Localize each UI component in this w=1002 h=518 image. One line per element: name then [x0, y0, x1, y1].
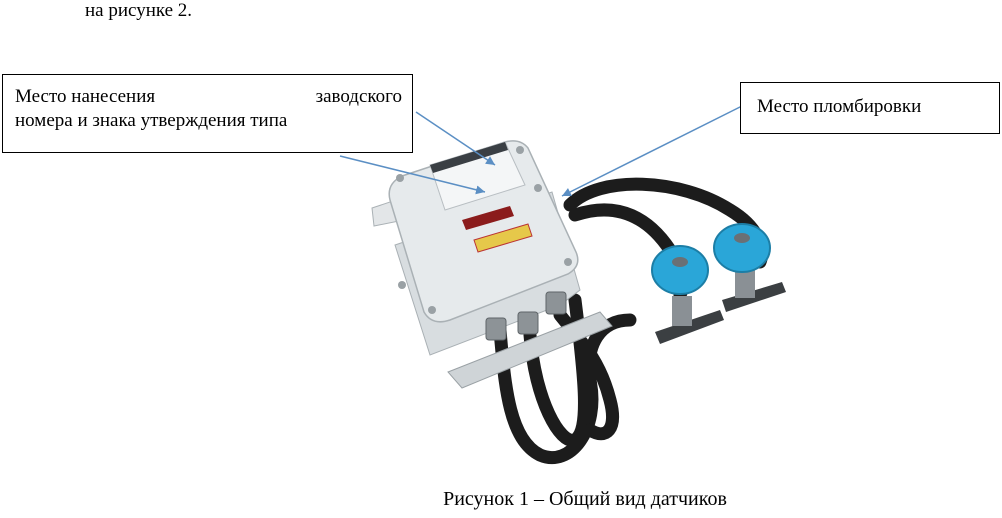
body-text-fragment: на рисунке 2.	[85, 0, 193, 21]
figure-caption: Рисунок 1 – Общий вид датчиков	[443, 488, 727, 510]
callout-text: заводского	[315, 86, 402, 107]
callout-text: номера и знака утверждения типа	[15, 110, 288, 131]
sensor-left	[651, 245, 724, 344]
callout-serial-number: Место нанесения заводского номера и знак…	[2, 74, 413, 153]
callout-text: Место пломбировки	[757, 96, 922, 117]
callout-text: Место нанесения	[15, 86, 156, 107]
sensor-right	[713, 223, 786, 312]
callout-seal-location: Место пломбировки	[740, 82, 1000, 134]
callout-arrows	[339, 105, 743, 197]
